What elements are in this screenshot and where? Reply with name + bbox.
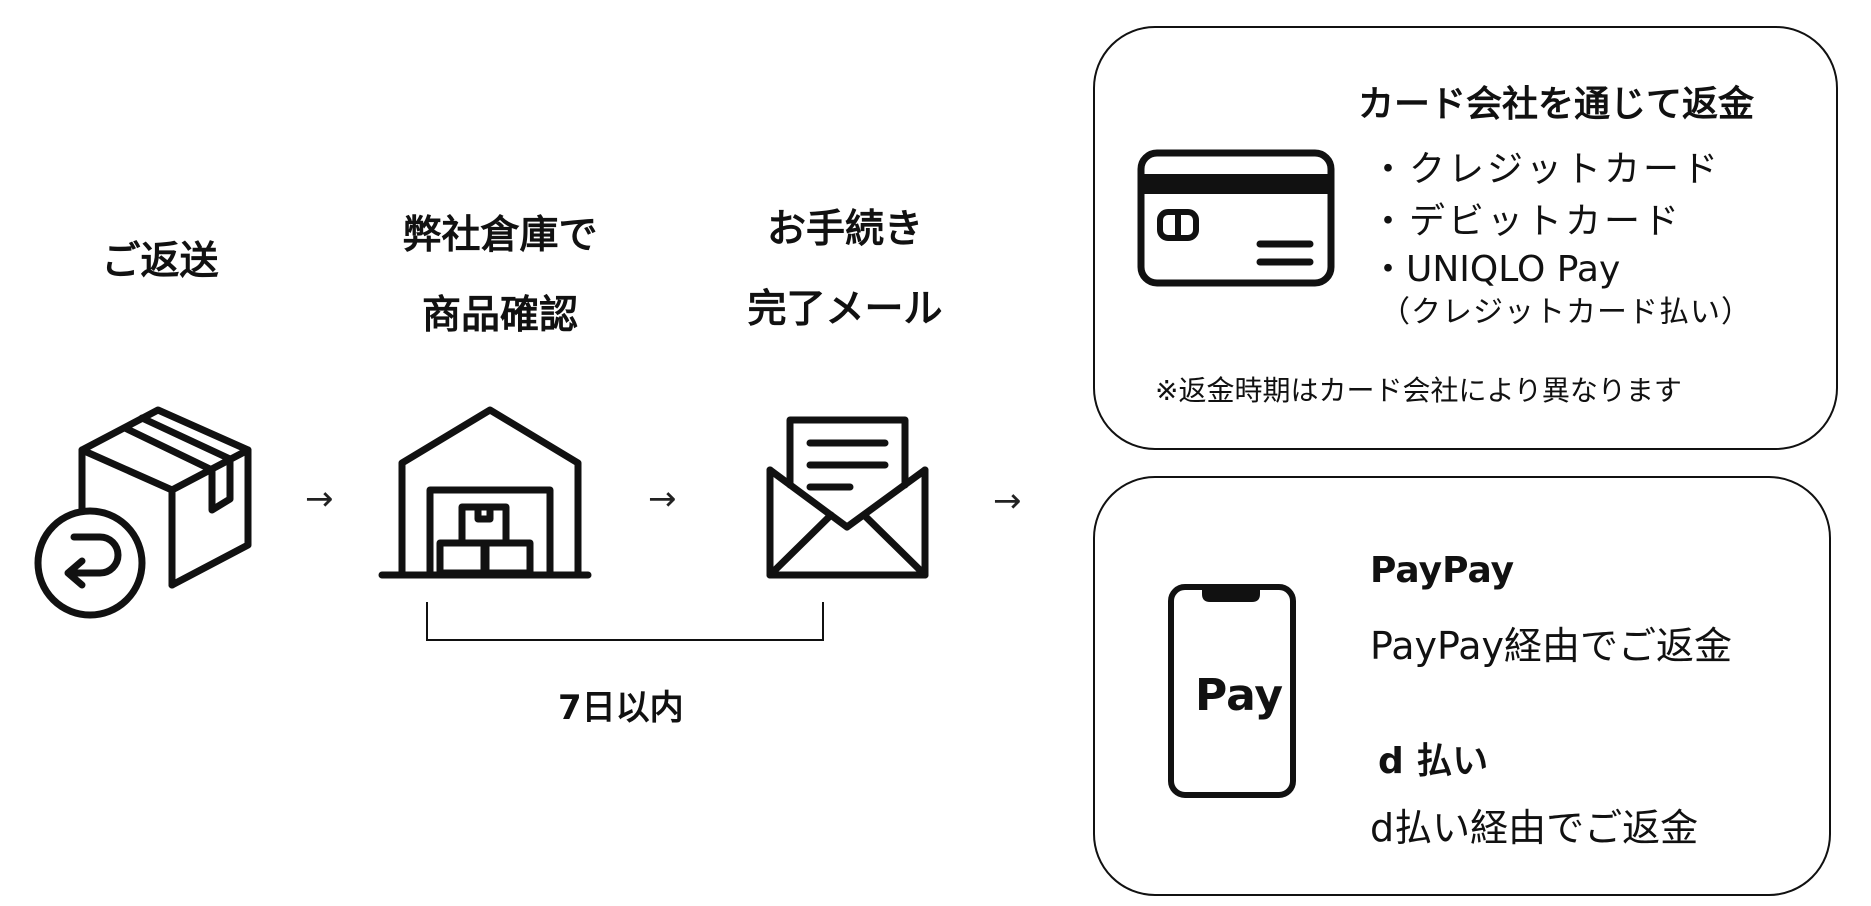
card-refund-panel (1093, 26, 1838, 450)
step-label-line: 弊社倉庫で (402, 213, 598, 258)
step-label-warehouse: 弊社倉庫で 商品確認 (380, 196, 620, 356)
open-envelope-icon (766, 416, 929, 579)
smartphone-pay-icon (1168, 584, 1296, 798)
period-label: 7日以内 (558, 688, 684, 728)
step-label-completion-mail: お手続き 完了メール (730, 190, 960, 350)
card-panel-item: ・UNIQLO Pay (1370, 249, 1621, 290)
pay-method-name: d 払い (1378, 741, 1489, 782)
flow-arrow: → (305, 479, 334, 519)
card-panel-item: ・クレジットカード (1370, 149, 1722, 190)
flow-arrow: → (648, 479, 677, 519)
return-box-icon (34, 406, 252, 619)
card-panel-item: ・デビットカード (1370, 201, 1683, 242)
credit-card-icon (1137, 149, 1335, 287)
card-panel-title: カード会社を通じて返金 (1358, 84, 1755, 125)
pay-refund-panel (1093, 476, 1831, 896)
flow-arrow: → (993, 481, 1022, 521)
step-label-line: ご返送 (101, 239, 219, 284)
step-label-line: お手続き (766, 207, 923, 252)
phone-pay-text: Pay (1195, 670, 1284, 721)
pay-method-desc: PayPay経由でご返金 (1370, 624, 1732, 668)
pay-method-name: PayPay (1370, 550, 1515, 591)
step-label-line: 商品確認 (421, 293, 578, 338)
card-panel-item-note: （クレジットカード払い） (1380, 295, 1752, 330)
step-label-return: ご返送 (60, 222, 260, 302)
warehouse-icon (378, 406, 592, 579)
pay-method-desc: d払い経由でご返金 (1370, 806, 1699, 850)
card-panel-footnote: ※返金時期はカード会社により異なります (1155, 374, 1682, 407)
period-bracket (426, 602, 824, 641)
step-label-line: 完了メール (747, 287, 943, 332)
